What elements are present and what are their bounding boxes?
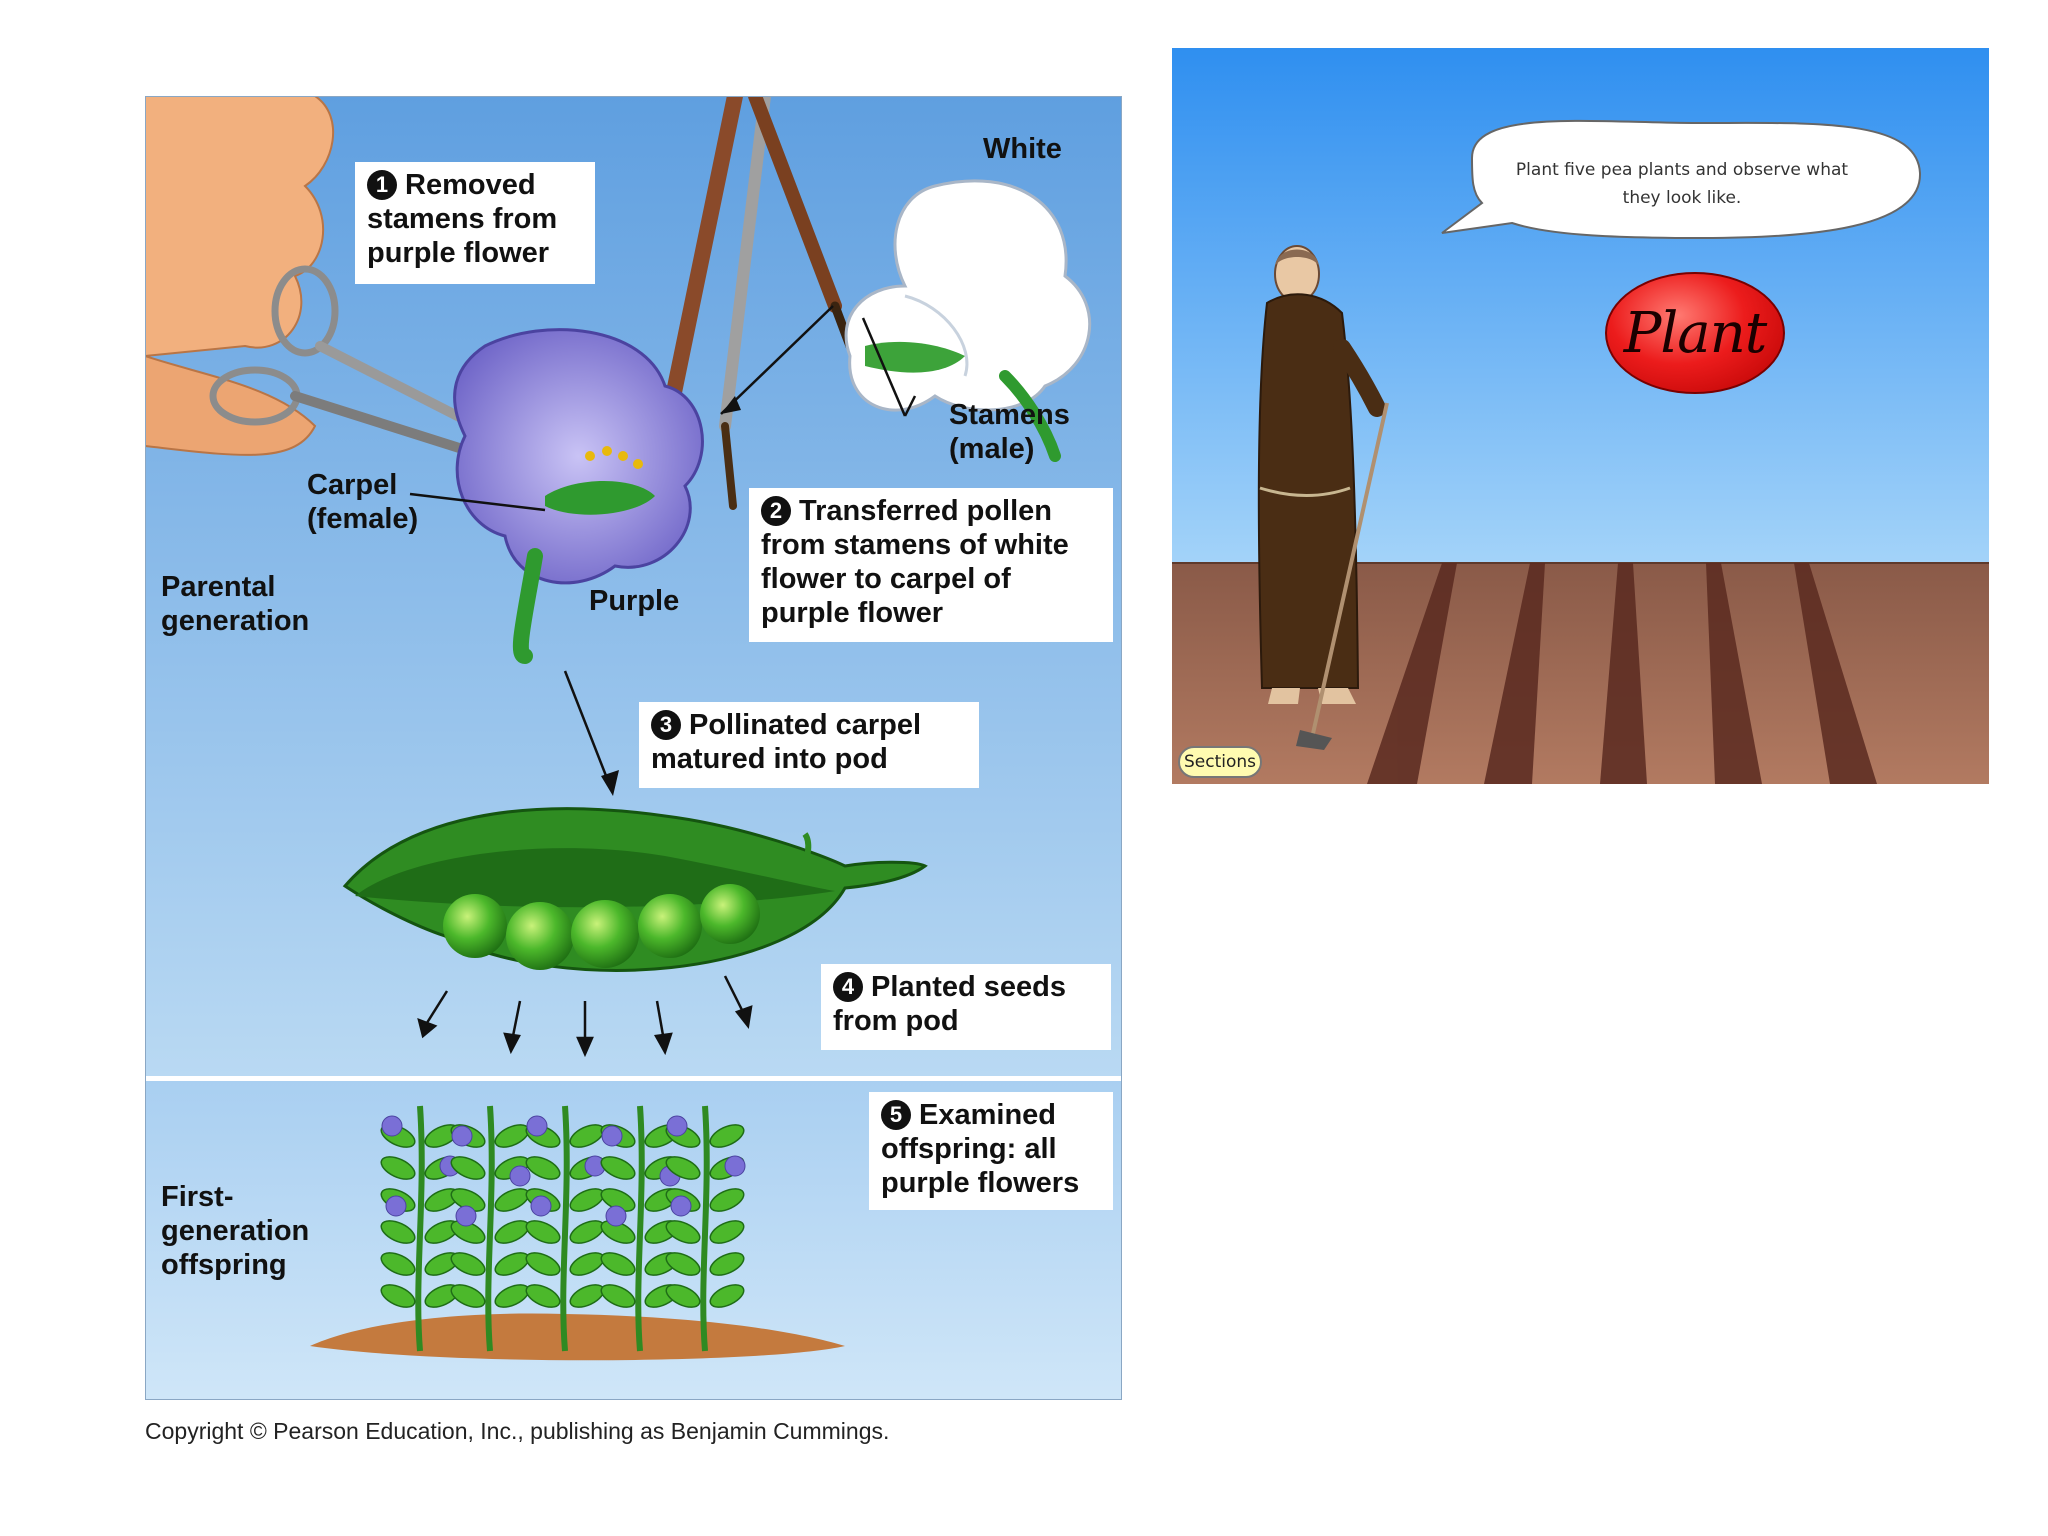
- purple-flower: [724, 1155, 746, 1177]
- pea-pod-illustration: [342, 807, 928, 972]
- step-2-text: Transferred pollen from stamens of white…: [761, 495, 1069, 629]
- sections-button[interactable]: Sections: [1178, 746, 1262, 778]
- step-5-number: 5: [881, 1100, 911, 1130]
- seed-arrows: [417, 975, 753, 1058]
- purple-flower: [451, 1125, 473, 1147]
- white-flower-illustration: [844, 179, 1092, 462]
- arrow-to-purple: [721, 396, 741, 414]
- purple-flower-label: Purple: [589, 585, 680, 617]
- purple-flower: [381, 1115, 403, 1137]
- plant-button[interactable]: Plant: [1605, 272, 1785, 394]
- pea-plant: [525, 1105, 606, 1352]
- mendel-simulation-scene: Plant five pea plants and observe what t…: [1172, 48, 1989, 784]
- purple-flower: [666, 1115, 688, 1137]
- planting-rows: [1367, 563, 1877, 784]
- plant-button-label: Plant: [1623, 300, 1768, 366]
- leader-lines: [409, 305, 917, 512]
- offspring-plants: [380, 1105, 746, 1352]
- purple-flower: [526, 1115, 548, 1137]
- first-generation-label: First- generation offspring: [161, 1181, 310, 1281]
- step-2-number: 2: [761, 496, 791, 526]
- stamens-label: Stamens (male): [949, 399, 1070, 465]
- purple-flower-illustration: [453, 328, 704, 664]
- purple-flower: [601, 1125, 623, 1147]
- scene-illustration: [1172, 48, 1989, 784]
- purple-flower: [530, 1195, 552, 1217]
- step-3-number: 3: [651, 710, 681, 740]
- copyright-notice: Copyright © Pearson Education, Inc., pub…: [145, 1418, 890, 1444]
- parental-generation-label: Parental generation: [161, 571, 310, 637]
- purple-flower: [455, 1205, 477, 1227]
- white-flower-label: White: [983, 133, 1062, 165]
- step-5-text: Examined offspring: all purple flowers: [881, 1099, 1080, 1199]
- hand-illustration: [145, 96, 335, 456]
- step-3-text: Pollinated carpel matured into pod: [651, 709, 922, 775]
- mendel-figure-illustration: [1257, 245, 1389, 750]
- purple-flower: [670, 1195, 692, 1217]
- speech-bubble: [1441, 119, 1922, 240]
- purple-flower: [385, 1195, 407, 1217]
- pea-plant: [665, 1105, 746, 1352]
- panel-divider: [145, 1076, 1122, 1081]
- carpel-label: Carpel (female): [307, 469, 419, 535]
- speech-bubble-text: Plant five pea plants and observe what t…: [1515, 160, 1849, 208]
- step-1-number: 1: [367, 170, 397, 200]
- step-4-text: Planted seeds from pod: [833, 971, 1067, 1037]
- step-1-text: Removed stamens from purple flower: [367, 169, 558, 269]
- arrow-flower-to-pod: [563, 670, 619, 796]
- step-4-number: 4: [833, 972, 863, 1002]
- purple-flower: [605, 1205, 627, 1227]
- soil-mound: [310, 1313, 845, 1361]
- purple-flower: [509, 1165, 531, 1187]
